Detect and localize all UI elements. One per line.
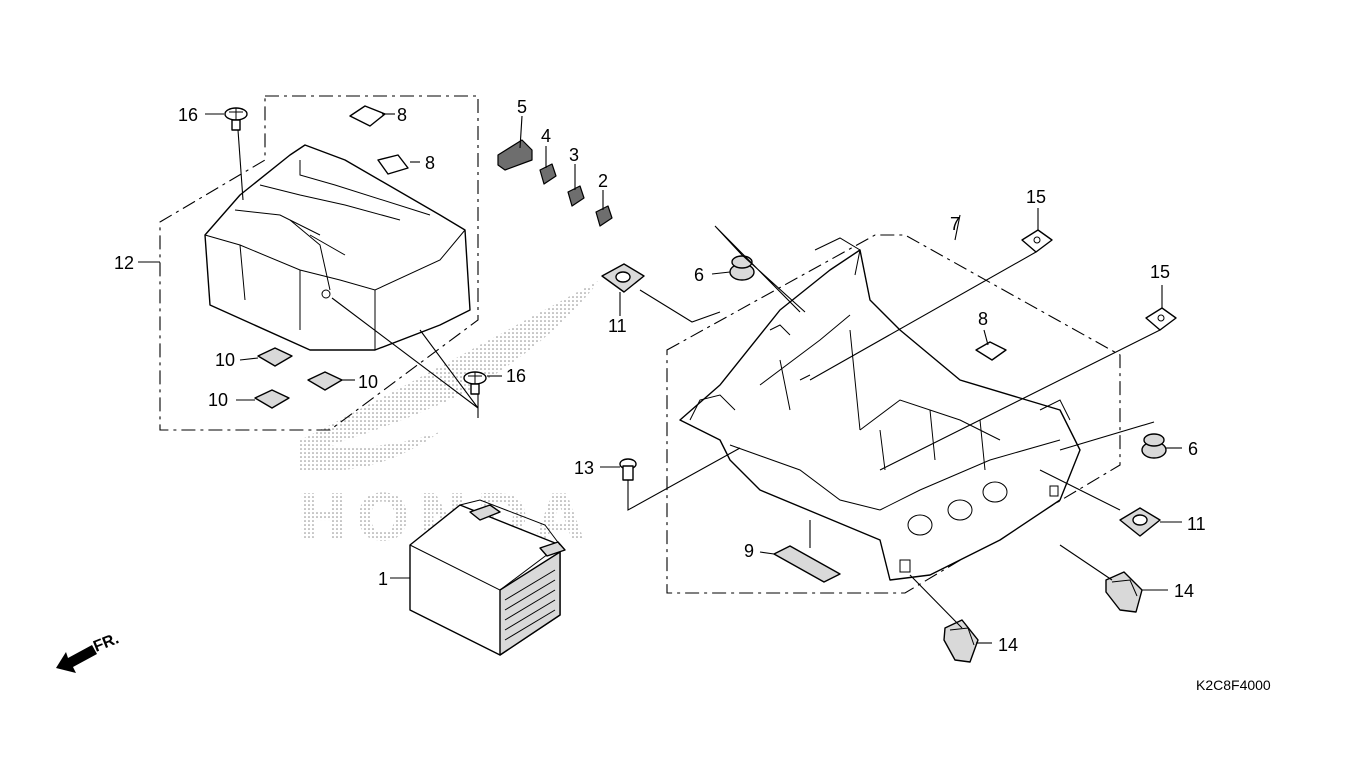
- pad-part-8b: [377, 154, 409, 175]
- rubber-part-11b: [1119, 507, 1161, 537]
- callout-8c: 8: [978, 309, 988, 329]
- grommet-part-6b: [1141, 433, 1167, 459]
- group-outline-7: [666, 234, 1121, 594]
- grommet-part-6a: [729, 255, 755, 281]
- battery-cover-part: [204, 144, 471, 351]
- leader-lines: [138, 113, 1182, 644]
- battery-box-part: [679, 237, 1081, 581]
- callout-8a: 8: [397, 105, 407, 125]
- callout-11b: 11: [1187, 514, 1206, 534]
- callout-10c: 10: [208, 390, 228, 410]
- pad-part-8a: [349, 105, 386, 127]
- pad-part-10b: [307, 371, 343, 391]
- clip-nut-part-15a: [1021, 229, 1053, 253]
- drawing-code: K2C8F4000: [1196, 677, 1271, 693]
- callout-4: 4: [541, 126, 551, 146]
- callout-16b: 16: [506, 366, 526, 386]
- callout-8b: 8: [425, 153, 435, 173]
- pad-part-10c: [254, 389, 290, 409]
- front-arrow-label: FR.: [91, 630, 121, 655]
- callout-1: 1: [378, 569, 388, 589]
- strip-part-9: [773, 545, 841, 583]
- callout-16a: 16: [178, 105, 198, 125]
- callout-7: 7: [950, 214, 960, 234]
- callouts: 5 4 3 2 1 6 6 7 8 8 8 9 10 10 10 11 11 1…: [114, 97, 1206, 655]
- fuse-part-4: [539, 163, 557, 185]
- callout-12: 12: [114, 253, 134, 273]
- callout-10a: 10: [215, 350, 235, 370]
- fuse-holder-part-5: [497, 139, 533, 171]
- pad-part-8c: [975, 341, 1007, 361]
- callout-6b: 6: [1188, 439, 1198, 459]
- callout-14a: 14: [998, 635, 1018, 655]
- group-outline-12: [159, 95, 479, 431]
- fuse-part-3: [567, 185, 585, 207]
- callout-6a: 6: [694, 265, 704, 285]
- battery-part: [409, 499, 566, 656]
- callout-15a: 15: [1026, 187, 1046, 207]
- rubber-part-11a: [601, 263, 645, 293]
- callout-15b: 15: [1150, 262, 1170, 282]
- callout-2: 2: [598, 171, 608, 191]
- fuse-part-2: [595, 205, 613, 227]
- band-part-14a: [943, 619, 979, 663]
- wing-logo: [300, 280, 600, 471]
- callout-9: 9: [744, 541, 754, 561]
- pad-part-10a: [257, 347, 293, 367]
- band-part-14b: [1105, 571, 1143, 613]
- callout-14b: 14: [1174, 581, 1194, 601]
- front-arrow-icon: [56, 645, 97, 673]
- callout-11a: 11: [608, 316, 627, 336]
- front-direction-indicator: FR.: [56, 630, 121, 673]
- callout-13: 13: [574, 458, 594, 478]
- bolt-part-16a: [224, 107, 248, 131]
- callout-3: 3: [569, 145, 579, 165]
- clip-part-13: [619, 458, 637, 481]
- bolt-part-16b: [463, 371, 487, 395]
- callout-5: 5: [517, 97, 527, 117]
- clip-nut-part-15b: [1145, 307, 1177, 331]
- callout-10b: 10: [358, 372, 378, 392]
